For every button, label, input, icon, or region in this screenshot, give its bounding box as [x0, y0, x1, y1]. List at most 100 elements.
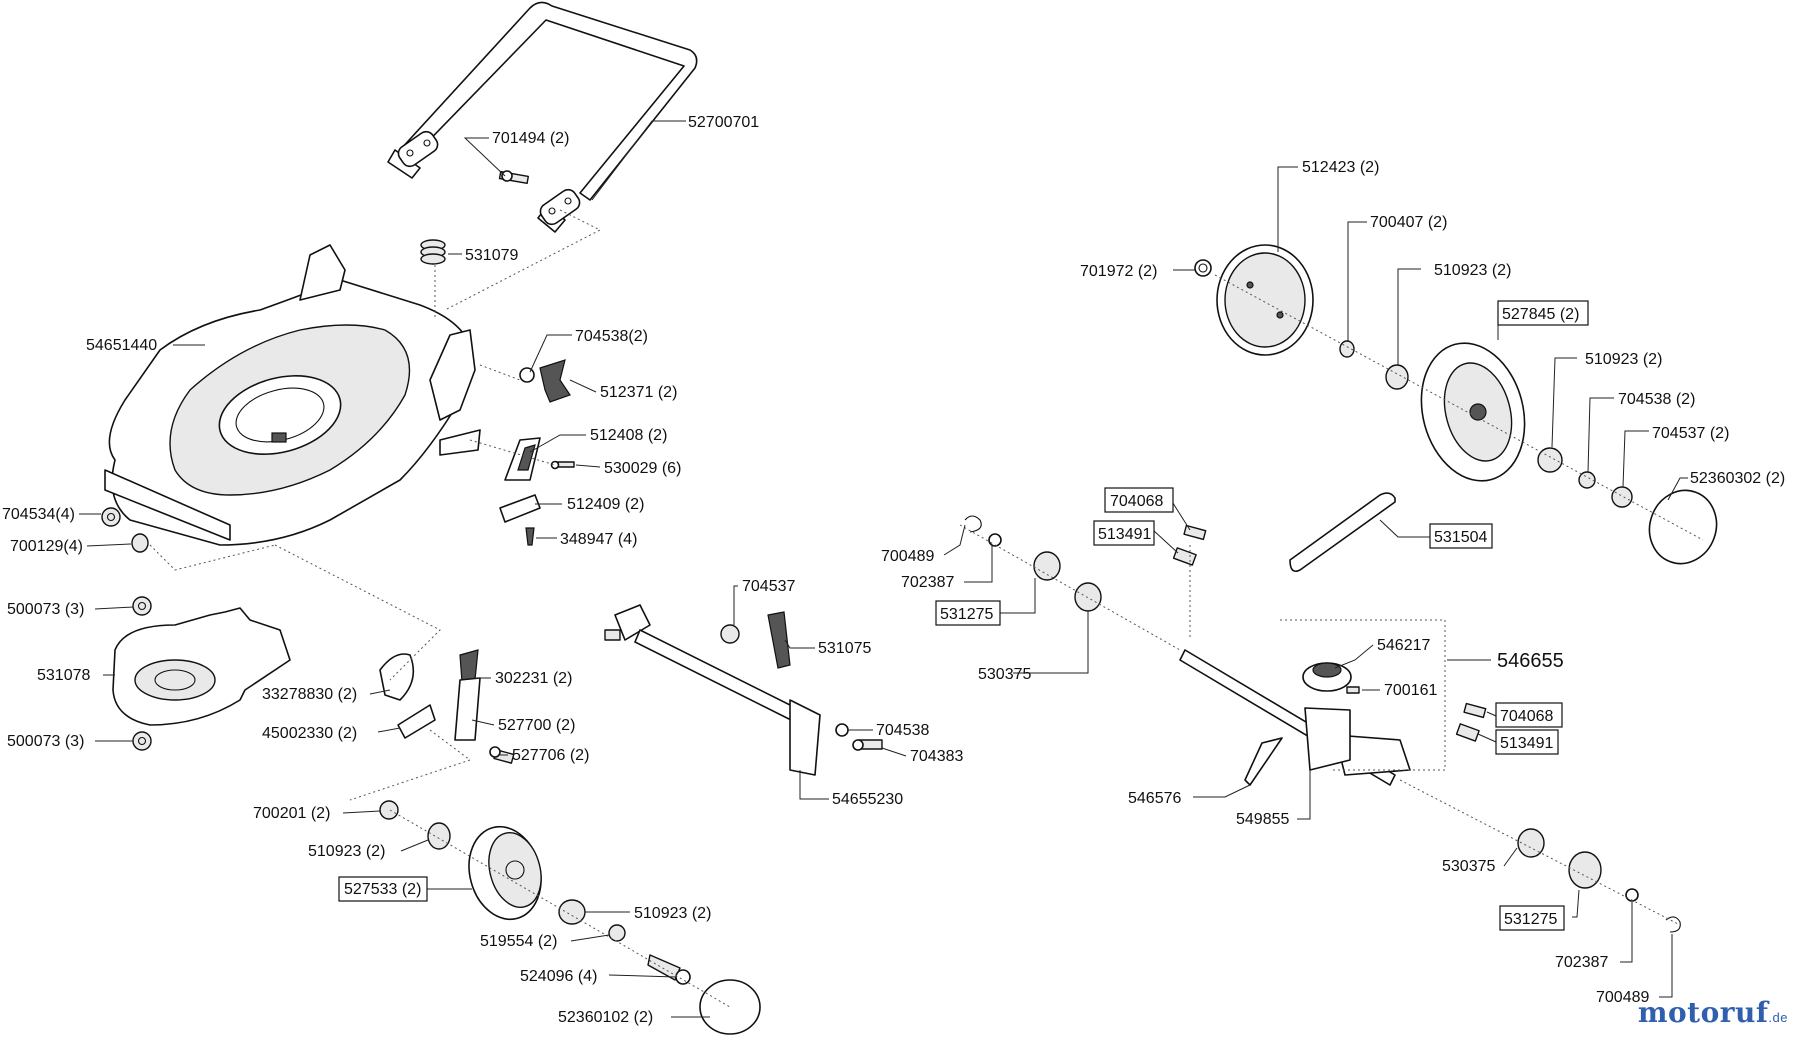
label-boxes	[338, 300, 1589, 931]
label-500073-a: 500073 (3)	[7, 601, 84, 618]
label-702387-b: 702387	[1555, 954, 1608, 971]
cable-546576-part	[1244, 737, 1283, 786]
label-527533: 527533 (2)	[344, 881, 421, 898]
label-531504: 531504	[1434, 529, 1487, 546]
label-52360302: 52360302 (2)	[1690, 470, 1785, 487]
label-531075: 531075	[818, 640, 871, 657]
handle-bar-part	[387, 1, 698, 233]
washer-702387-bottom-part	[1625, 888, 1639, 902]
label-546576: 546576	[1128, 790, 1181, 807]
label-524096: 524096 (4)	[520, 968, 597, 985]
label-45002330: 45002330 (2)	[262, 725, 357, 742]
watermark-brand: motoruf	[1637, 996, 1769, 1029]
label-704537-a: 704537	[742, 578, 795, 595]
leader-lines	[79, 120, 1688, 1018]
gear-531275-bottom-part	[1568, 851, 1602, 889]
lever-531075-part	[767, 611, 791, 669]
label-500073-b: 500073 (3)	[7, 733, 84, 750]
label-700489-a: 700489	[881, 548, 934, 565]
axle-54655230-part	[604, 604, 821, 776]
lever-527700-part	[454, 677, 481, 741]
spring-513491-bottom-part	[1455, 723, 1480, 742]
spring-513491-top-part	[1172, 547, 1197, 566]
gear-530375-bottom-part	[1517, 828, 1545, 858]
label-530029: 530029 (6)	[604, 460, 681, 477]
label-33278830: 33278830 (2)	[262, 686, 357, 703]
label-704538-b: 704538	[876, 722, 929, 739]
bolt-704383-part	[852, 739, 883, 751]
label-700407: 700407 (2)	[1370, 214, 1447, 231]
pulley-546217-part	[1302, 662, 1352, 692]
label-52360102: 52360102 (2)	[558, 1009, 653, 1026]
label-513491-a: 513491	[1098, 526, 1151, 543]
gear-531275-top-part	[1033, 551, 1061, 581]
label-531078: 531078	[37, 667, 90, 684]
nut-704534-part	[101, 507, 121, 527]
plate-512409-part	[499, 494, 541, 523]
wheel-527533-part	[468, 825, 542, 921]
assembly-dotted-lines	[149, 209, 1704, 1008]
label-530375-a: 530375	[978, 666, 1031, 683]
label-531079: 531079	[465, 247, 518, 264]
washer-701972-part	[1194, 259, 1212, 277]
spacer-700129-part	[131, 533, 149, 553]
deflector-531078-part	[112, 607, 291, 726]
label-704068-b: 704068	[1500, 708, 1553, 725]
bracket-33278830-part	[379, 653, 415, 701]
label-527706: 527706 (2)	[512, 747, 589, 764]
label-701494: 701494 (2)	[492, 130, 569, 147]
label-54655230: 54655230	[832, 791, 903, 808]
key-704068-top-part	[1183, 524, 1207, 541]
washer-702387-top-part	[988, 533, 1002, 547]
gearbox-549855-part	[1304, 707, 1351, 771]
label-700129: 700129(4)	[10, 538, 83, 555]
label-704534: 704534(4)	[2, 506, 75, 523]
bearing-510923-c-part	[1385, 364, 1409, 390]
label-704538-a: 704538(2)	[575, 328, 648, 345]
mower-deck-part	[104, 244, 481, 546]
label-531275-b: 531275	[1504, 911, 1557, 928]
label-527845: 527845 (2)	[1502, 306, 1579, 323]
gear-530375-top-part	[1074, 582, 1102, 612]
label-512409: 512409 (2)	[567, 496, 644, 513]
watermark-tld: .de	[1768, 1010, 1788, 1025]
washer-519554-part	[608, 924, 626, 942]
label-54651440: 54651440	[86, 337, 157, 354]
label-527700: 527700 (2)	[498, 717, 575, 734]
cap-52360102-part	[699, 979, 761, 1035]
hubcap-512423-part	[1216, 244, 1314, 356]
handle-302231-part	[459, 649, 479, 683]
label-512408: 512408 (2)	[590, 427, 667, 444]
wheel-527845-part	[1420, 342, 1526, 482]
bearing-510923-d-part	[1537, 447, 1563, 473]
label-704538-c: 704538 (2)	[1618, 391, 1695, 408]
nut-704537-center-part	[720, 624, 740, 644]
label-510923-c: 510923 (2)	[1434, 262, 1511, 279]
screw-348947-part	[525, 527, 535, 546]
clip-700489-bottom-part	[1665, 916, 1681, 933]
bushing-700201-part	[379, 800, 399, 820]
label-348947: 348947 (4)	[560, 531, 637, 548]
label-546655: 546655	[1497, 650, 1564, 672]
label-701972: 701972 (2)	[1080, 263, 1157, 280]
washer-704538-right-part	[1578, 471, 1596, 489]
part-labels: 52700701 701494 (2) 531079 54651440 7045…	[2, 114, 1785, 1026]
nut-500073-top-part	[132, 596, 152, 616]
label-702387-a: 702387	[901, 574, 954, 591]
nut-500073-bottom-part	[132, 731, 152, 751]
label-512423: 512423 (2)	[1302, 159, 1379, 176]
motoruf-watermark-logo: motoruf.de	[1638, 996, 1788, 1029]
drive-shaft-part	[1179, 649, 1411, 786]
label-700489-b: 700489	[1596, 989, 1649, 1006]
plate-45002330-part	[397, 704, 436, 739]
label-531275-a: 531275	[940, 606, 993, 623]
label-52700701: 52700701	[688, 114, 759, 131]
label-530375-b: 530375	[1442, 858, 1495, 875]
label-510923-d: 510923 (2)	[1585, 351, 1662, 368]
label-700161: 700161	[1384, 682, 1437, 699]
screw-530029-part	[550, 460, 575, 470]
label-512371: 512371 (2)	[600, 384, 677, 401]
label-510923-b: 510923 (2)	[634, 905, 711, 922]
bolt-524096-part	[647, 954, 691, 985]
